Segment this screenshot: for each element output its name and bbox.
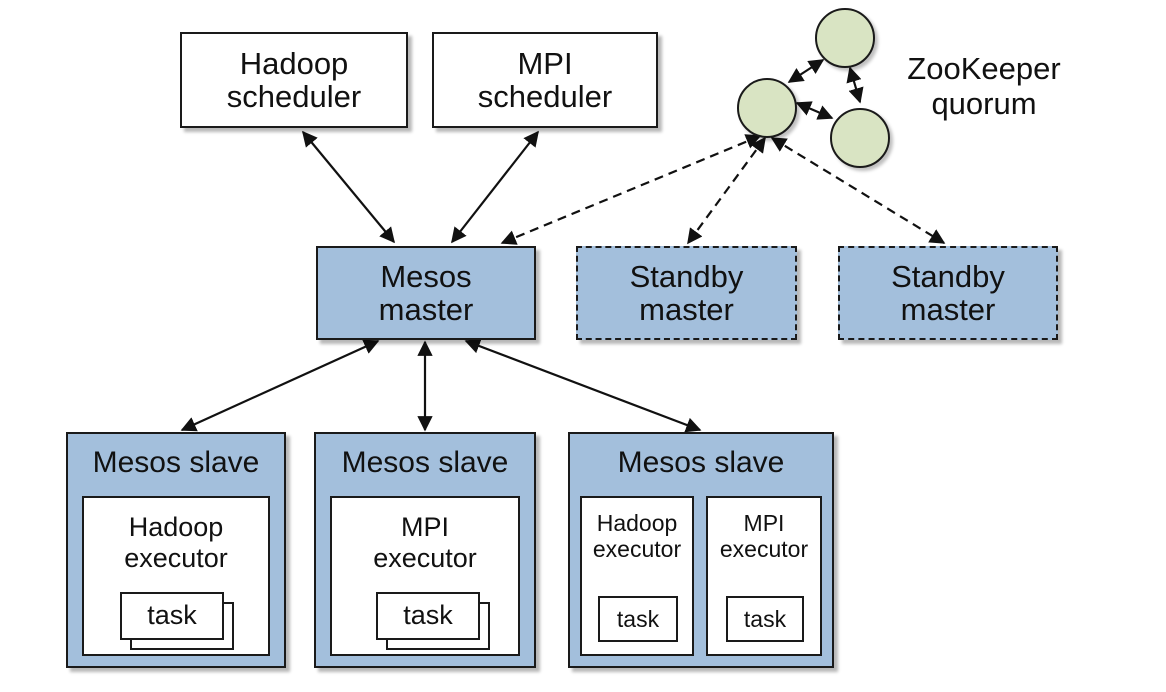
hadoop-scheduler: Hadoop scheduler [180,32,408,128]
standby-master-2-line-2: master [900,292,996,327]
zookeeper-node-c [830,108,890,168]
edge-mpi-scheduler-master [451,130,539,244]
hadoop-executor-1: Hadoop executor task [82,496,270,656]
mesos-slave-1: Mesos slave Hadoop executor task [66,432,286,668]
mpi-scheduler: MPI scheduler [432,32,658,128]
zookeeper-label: ZooKeeper quorum [884,51,1084,121]
zookeeper-label-line-2: quorum [931,85,1037,121]
standby-master-1-line-2: master [639,292,734,327]
mesos-master-line-1: Mesos [380,258,472,294]
mpi-scheduler-line-2: scheduler [477,79,613,114]
standby-master-2-line-1: Standby [891,258,1005,294]
mesos-slave-2: Mesos slave MPI executor task [314,432,536,668]
edge-zk-standby-2 [770,137,946,244]
standby-master-1-line-1: Standby [629,258,744,294]
mpi-executor-2-line-1: MPI [743,510,785,536]
mpi-scheduler-line-1: MPI [517,45,573,81]
mpi-executor-2: MPI executor task [706,496,822,656]
mpi-executor-1-line-1: MPI [400,512,449,542]
edge-master-slave-1 [180,339,380,432]
mesos-slave-3-title: Mesos slave [617,446,785,479]
mpi-executor-2-line-2: executor [719,536,809,563]
mpi-executor-1-line-2: executor [373,543,477,574]
edge-zk-a-b [787,59,825,83]
edge-zk-a-c [795,101,834,120]
hadoop-scheduler-line-1: Hadoop [239,45,349,81]
task-3: task [598,596,678,642]
mpi-executor-1: MPI executor task [330,496,520,656]
mesos-slave-2-title: Mesos slave [341,446,509,479]
zookeeper-node-b [815,8,875,68]
hadoop-scheduler-line-2: scheduler [226,79,362,114]
edge-hadoop-scheduler-master [302,130,395,244]
zookeeper-label-line-1: ZooKeeper [907,51,1061,86]
edge-master-slave-3 [464,338,702,433]
hadoop-executor-2-line-1: Hadoop [596,510,678,536]
edge-zk-standby-1 [687,136,766,245]
standby-master-2: Standby master [838,246,1058,340]
hadoop-executor-2-line-2: executor [592,536,682,563]
task-2: task [376,592,480,640]
hadoop-executor-2: Hadoop executor task [580,496,694,656]
zookeeper-node-a [737,78,797,138]
hadoop-executor-1-line-1: Hadoop [128,512,224,542]
mesos-slave-1-title: Mesos slave [92,446,260,479]
edge-zk-master [500,134,762,245]
mesos-master-line-2: master [378,292,474,327]
mesos-master: Mesos master [316,246,536,340]
mesos-slave-3: Mesos slave Hadoop executor task MPI exe… [568,432,834,668]
hadoop-executor-1-line-2: executor [124,543,228,574]
task-4: task [726,596,804,642]
standby-master-1: Standby master [576,246,797,340]
task-1: task [120,592,224,640]
edge-zk-b-c [846,66,864,104]
